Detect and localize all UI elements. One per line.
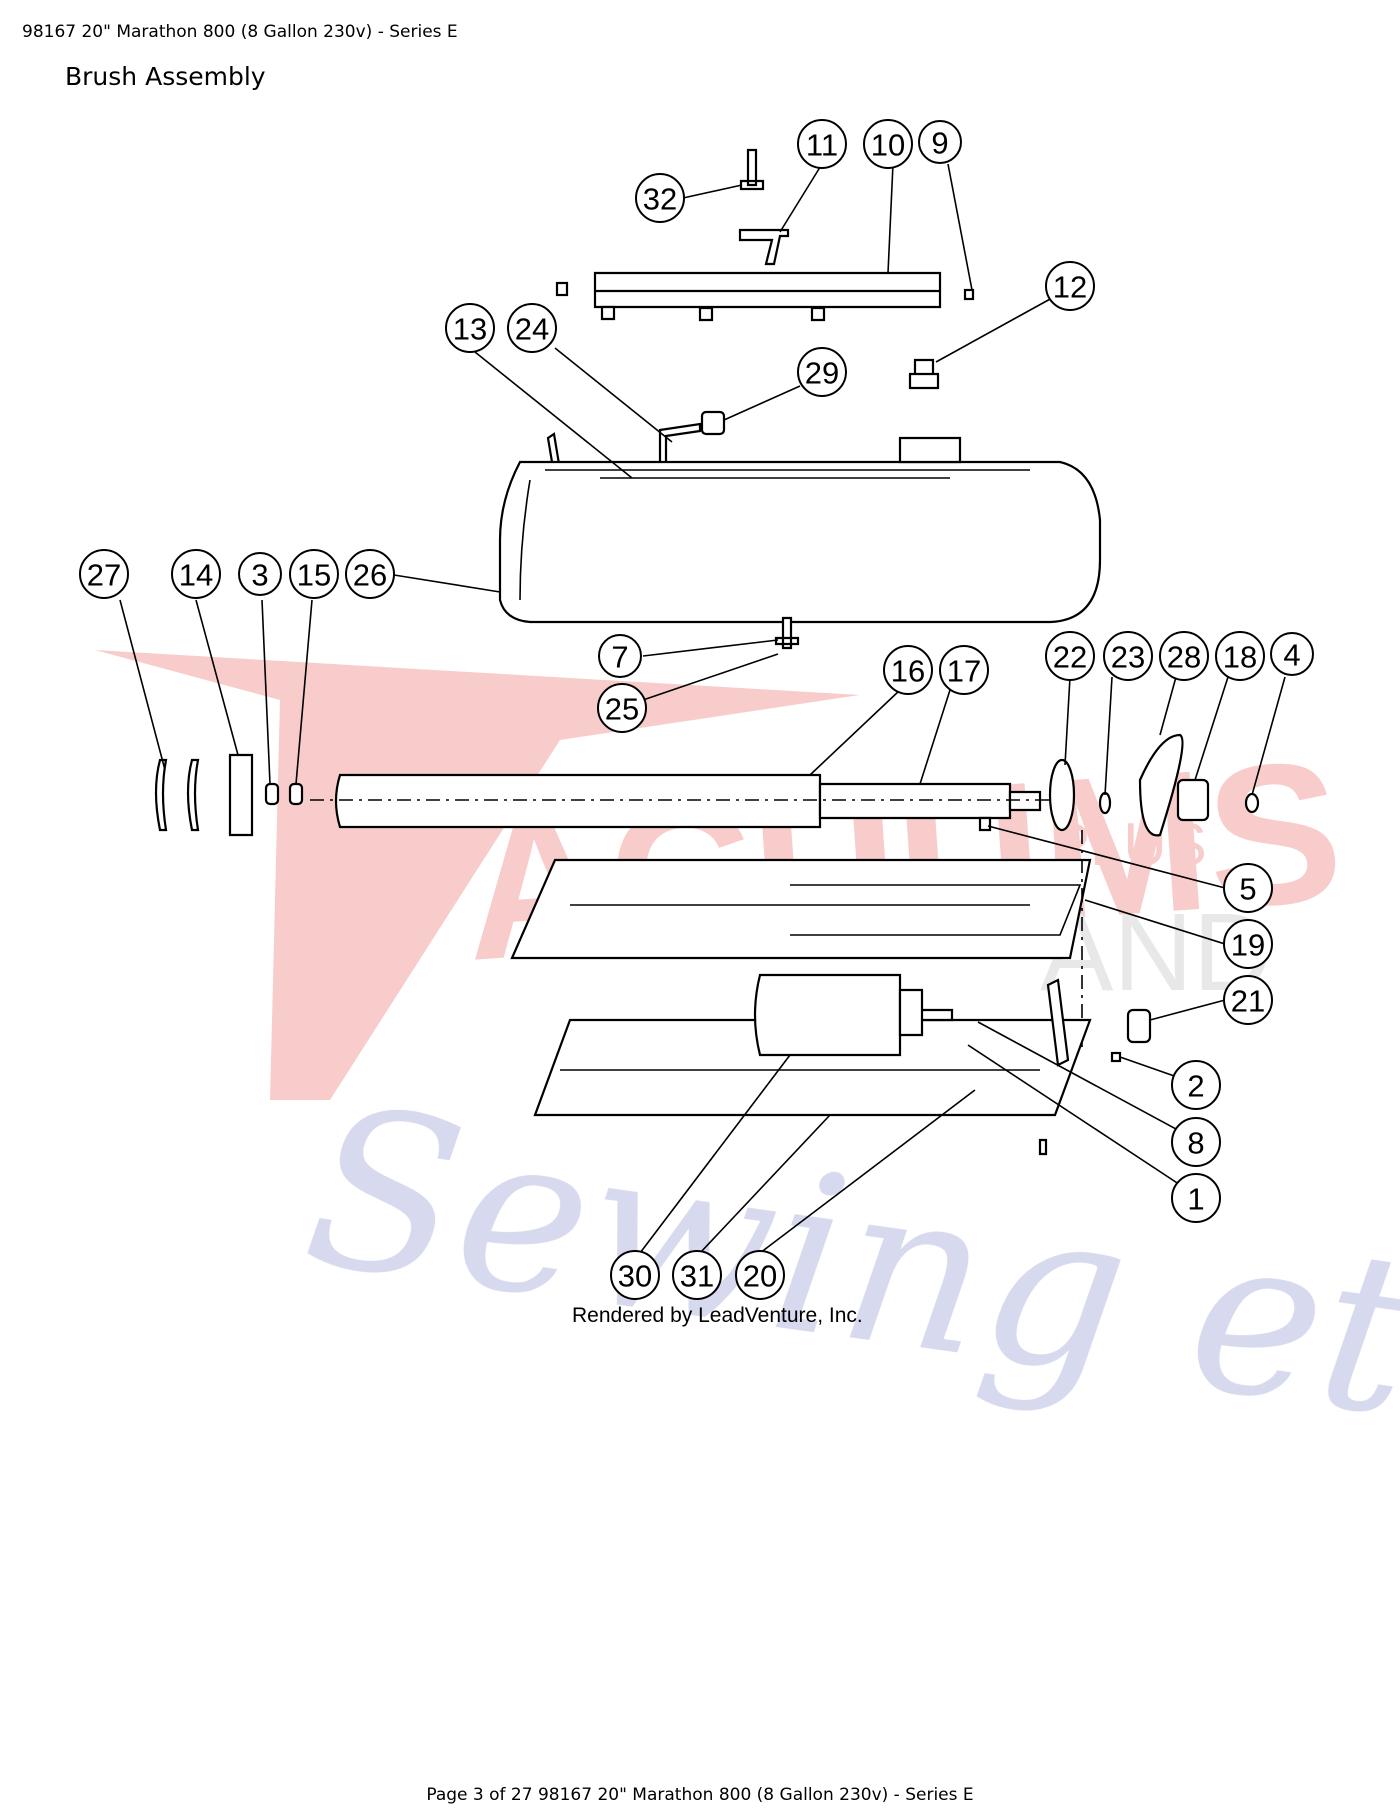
svg-text:21: 21 xyxy=(1231,984,1265,1019)
svg-text:2: 2 xyxy=(1187,1069,1204,1104)
svg-text:23: 23 xyxy=(1111,640,1145,675)
document-footer: Page 3 of 27 98167 20" Marathon 800 (8 G… xyxy=(426,1785,974,1805)
svg-text:8: 8 xyxy=(1187,1126,1204,1161)
callout-8: 8 xyxy=(1171,1117,1221,1167)
callout-25: 25 xyxy=(597,683,647,733)
svg-text:1: 1 xyxy=(1187,1182,1204,1217)
callout-16: 16 xyxy=(883,645,933,695)
callout-28: 28 xyxy=(1159,631,1209,681)
callout-10: 10 xyxy=(863,119,913,169)
callout-9: 9 xyxy=(918,120,962,164)
callout-12: 12 xyxy=(1045,261,1095,311)
svg-text:13: 13 xyxy=(453,312,487,347)
svg-text:7: 7 xyxy=(611,640,628,675)
callout-27: 27 xyxy=(79,549,129,599)
section-title: Brush Assembly xyxy=(65,62,266,91)
svg-text:30: 30 xyxy=(618,1259,652,1294)
callout-30: 30 xyxy=(610,1250,660,1300)
svg-text:14: 14 xyxy=(179,558,213,593)
svg-text:24: 24 xyxy=(515,312,549,347)
callout-32: 32 xyxy=(635,173,685,223)
svg-text:Sewing etc: Sewing etc xyxy=(293,1058,1400,1483)
svg-text:20: 20 xyxy=(743,1259,777,1294)
callout-26: 26 xyxy=(345,549,395,599)
callout-2: 2 xyxy=(1171,1060,1221,1110)
document-header: 98167 20" Marathon 800 (8 Gallon 230v) -… xyxy=(22,22,458,42)
callout-13: 13 xyxy=(445,303,495,353)
leader-lines xyxy=(119,163,1286,1254)
svg-text:31: 31 xyxy=(680,1259,714,1294)
svg-text:4: 4 xyxy=(1283,638,1300,673)
svg-text:5: 5 xyxy=(1239,872,1256,907)
callout-20: 20 xyxy=(735,1250,785,1300)
callout-22: 22 xyxy=(1045,631,1095,681)
callout-23: 23 xyxy=(1103,631,1153,681)
callout-1: 1 xyxy=(1171,1173,1221,1223)
svg-text:29: 29 xyxy=(805,356,839,391)
callout-29: 29 xyxy=(797,347,847,397)
svg-text:27: 27 xyxy=(87,558,121,593)
callout-24: 24 xyxy=(507,303,557,353)
svg-text:10: 10 xyxy=(871,128,905,163)
callout-14: 14 xyxy=(171,549,221,599)
callout-4: 4 xyxy=(1270,632,1314,676)
callout-18: 18 xyxy=(1215,631,1265,681)
svg-text:11: 11 xyxy=(806,128,838,163)
svg-text:17: 17 xyxy=(947,654,981,689)
callout-31: 31 xyxy=(672,1250,722,1300)
callout-17: 17 xyxy=(939,645,989,695)
svg-text:25: 25 xyxy=(605,692,639,727)
parts-drawing xyxy=(154,148,1260,1156)
svg-text:3: 3 xyxy=(251,558,268,593)
callout-21: 21 xyxy=(1223,975,1273,1025)
svg-text:9: 9 xyxy=(931,126,948,161)
callout-11: 11 xyxy=(797,119,847,169)
svg-text:26: 26 xyxy=(353,558,387,593)
callout-15: 15 xyxy=(289,549,339,599)
svg-text:22: 22 xyxy=(1053,640,1087,675)
callout-19: 19 xyxy=(1223,919,1273,969)
diagram-credit: Rendered by LeadVenture, Inc. xyxy=(572,1304,863,1327)
callout-3: 3 xyxy=(238,552,282,596)
svg-text:16: 16 xyxy=(891,654,925,689)
svg-text:15: 15 xyxy=(297,558,331,593)
svg-text:12: 12 xyxy=(1053,270,1087,305)
svg-text:28: 28 xyxy=(1167,640,1201,675)
callout-5: 5 xyxy=(1223,863,1273,913)
svg-text:32: 32 xyxy=(643,182,677,217)
svg-text:19: 19 xyxy=(1231,928,1265,963)
svg-text:18: 18 xyxy=(1223,640,1257,675)
callout-7: 7 xyxy=(598,634,642,678)
